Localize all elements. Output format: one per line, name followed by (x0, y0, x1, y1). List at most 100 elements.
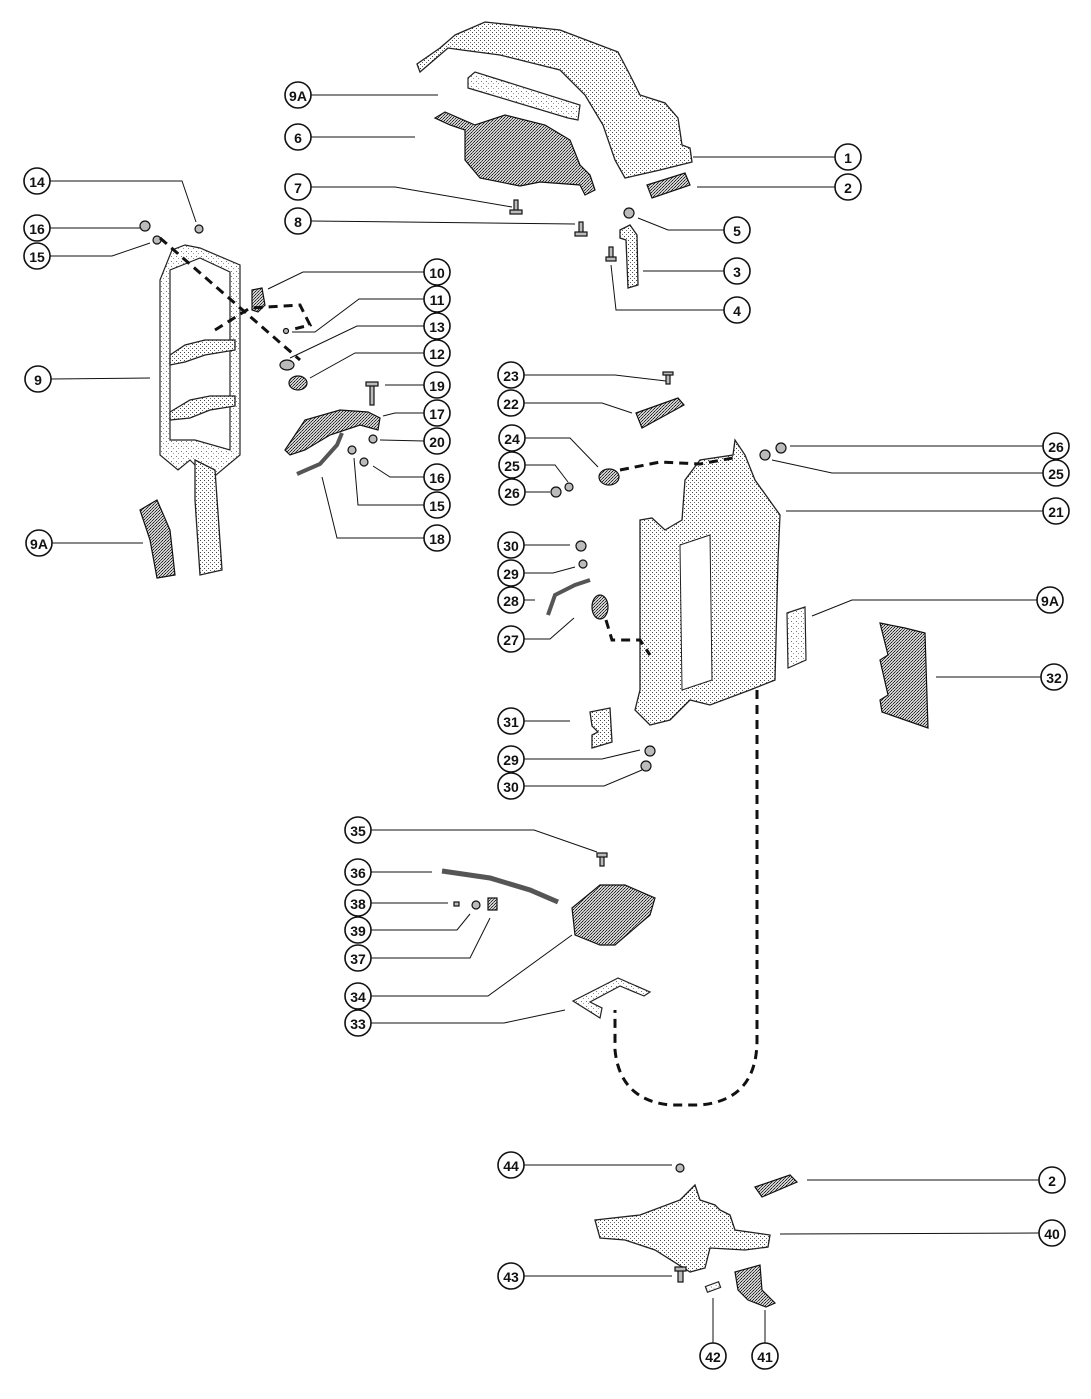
leader-line-9 (50, 377, 151, 380)
callout-44: 44 (497, 1151, 525, 1179)
part-36-hose (441, 868, 559, 905)
callout-label: 3 (733, 264, 741, 280)
part-44-nut (675, 1163, 685, 1173)
callout-label: 44 (503, 1158, 519, 1174)
callout-label: 5 (733, 223, 741, 239)
leader-line-8 (310, 220, 576, 225)
callout-label: 34 (350, 989, 366, 1005)
leader-line-40 (779, 1232, 1040, 1235)
callout-label: 28 (503, 593, 519, 609)
part-17-arm (284, 409, 381, 456)
leader-lines (50, 94, 1043, 1343)
callout-circle (1038, 1219, 1066, 1247)
callout-circle (723, 257, 751, 285)
leader-line-15-top (50, 242, 151, 257)
leader-line-27 (524, 617, 575, 640)
part-24-mount (598, 468, 620, 486)
leader-line-30-bot (524, 769, 643, 787)
callout-8: 8 (284, 207, 312, 235)
callout-label: 29 (503, 566, 519, 582)
callout-circle (497, 1151, 525, 1179)
callout-circle (498, 478, 526, 506)
part-26-nut-left (550, 486, 562, 498)
part-9-leg (194, 458, 223, 576)
callout-37: 37 (344, 944, 372, 972)
callout-circle (423, 463, 451, 491)
leader-line-33 (371, 1009, 566, 1024)
callout-circle (423, 524, 451, 552)
callout-16-top: 16 (23, 214, 51, 242)
callout-circle (423, 491, 451, 519)
leader-line-7 (311, 186, 513, 208)
callout-22: 22 (497, 389, 525, 417)
route-dashed-24 (619, 456, 734, 472)
callout-circle (24, 365, 52, 393)
callout-label: 9 (34, 372, 42, 388)
callout-circle (344, 816, 372, 844)
part-16-nut-mid (359, 457, 369, 467)
callout-43: 43 (497, 1262, 525, 1290)
callout-label: 20 (429, 434, 445, 450)
part-21-opening (679, 534, 713, 691)
callout-label: 9A (30, 536, 48, 552)
part-3-bracket (619, 224, 639, 289)
part-29-washer-top (578, 559, 588, 569)
part-37-bracket (487, 897, 498, 911)
callout-label: 14 (29, 174, 45, 190)
part-4-screw (605, 246, 617, 262)
callout-9: 9 (24, 365, 52, 393)
part-25-washer-right (759, 449, 771, 461)
part-11-grommet (282, 327, 290, 335)
callout-label: 27 (503, 632, 519, 648)
callout-label: 10 (429, 265, 445, 281)
callout-circle (497, 625, 525, 653)
callout-circle (25, 529, 53, 557)
part-35-screw (596, 852, 608, 867)
callout-circle (284, 81, 312, 109)
part-43-screw (674, 1266, 687, 1283)
callout-label: 9A (1041, 593, 1059, 609)
callout-39: 39 (344, 916, 372, 944)
leader-line-10 (267, 271, 424, 290)
part-9-frame (159, 244, 241, 481)
callout-circle (834, 173, 862, 201)
callout-30-top: 30 (497, 531, 525, 559)
part-9A-strip-top (467, 71, 581, 121)
callout-label: 29 (503, 752, 519, 768)
callout-circle (344, 982, 372, 1010)
leader-line-25-left (525, 464, 569, 483)
part-38-clip (453, 901, 460, 907)
leader-line-23 (524, 374, 667, 382)
callout-32: 32 (1040, 663, 1068, 691)
callout-27: 27 (497, 625, 525, 653)
callout-circle (497, 745, 525, 773)
leader-line-25-right (771, 459, 1043, 474)
callout-circle (834, 143, 862, 171)
callout-label: 24 (504, 431, 520, 447)
callout-label: 12 (429, 346, 445, 362)
leader-line-15-mid (353, 457, 424, 506)
leader-line-11 (292, 298, 424, 333)
part-28-strap (546, 578, 591, 616)
part-2-pad-top (646, 172, 691, 199)
part-6-plate (433, 111, 596, 196)
callout-label: 16 (29, 221, 45, 237)
leader-line-9A-right (811, 599, 1037, 617)
callout-2-top: 2 (834, 173, 862, 201)
callout-label: 38 (350, 896, 366, 912)
callout-label: 32 (1046, 670, 1062, 686)
callout-circle (497, 559, 525, 587)
callout-circle (344, 916, 372, 944)
callout-label: 17 (429, 406, 445, 422)
route-dashed-11 (214, 303, 313, 332)
callout-23: 23 (497, 361, 525, 389)
callout-20: 20 (423, 427, 451, 455)
callout-29-bot: 29 (497, 745, 525, 773)
part-9A-right (786, 606, 807, 669)
leader-line-34 (371, 934, 573, 997)
leader-line-29-bot (524, 749, 641, 760)
leader-line-5 (637, 217, 724, 231)
part-29-washer-bot (644, 745, 656, 757)
callout-label: 7 (294, 180, 302, 196)
callout-label: 40 (1044, 1226, 1060, 1242)
